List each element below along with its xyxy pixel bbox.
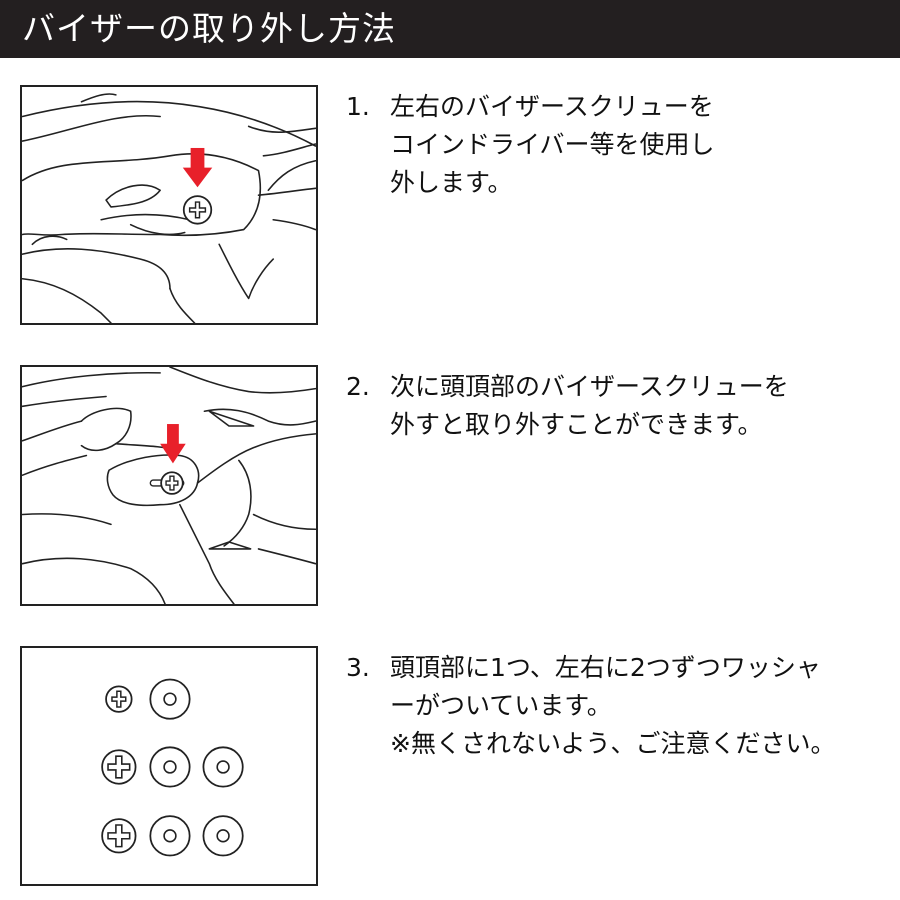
washer-icon xyxy=(202,746,244,788)
step-2-illustration xyxy=(20,365,318,606)
step-3-line-2: ーがついています。 xyxy=(390,691,612,720)
top-visor-screw-illustration xyxy=(22,367,316,604)
step-1-text: 1.左右のバイザースクリューを コインドライバー等を使用し 外します。 xyxy=(346,88,891,202)
side-screw-icon xyxy=(101,749,137,785)
screws-and-washers-illustration xyxy=(101,678,244,857)
step-3-number: 3. xyxy=(346,653,370,682)
step-2-line-2: 外すと取り外すことができます。 xyxy=(390,410,763,439)
visor-screw-icon xyxy=(182,195,213,225)
top-screw-icon xyxy=(105,685,133,713)
step-1-illustration xyxy=(20,85,318,325)
step-1-line-2: コインドライバー等を使用し xyxy=(390,130,715,159)
washer-icon xyxy=(149,678,191,720)
washer-icon xyxy=(149,746,191,788)
step-3-line-3: ※無くされないよう、ご注意ください。 xyxy=(390,729,836,758)
step-2-number: 2. xyxy=(346,372,370,401)
red-arrow-down-icon xyxy=(160,424,186,464)
step-3-line-1: 3.頭頂部に1つ、左右に2つずつワッシャ xyxy=(346,649,891,687)
step-1-line-1: 1.左右のバイザースクリューを xyxy=(346,88,891,126)
visor-screw-icon xyxy=(160,471,184,495)
step-3-illustration xyxy=(20,646,318,886)
washer-icon xyxy=(149,815,191,857)
side-screw-icon xyxy=(101,818,137,854)
step-1-line-3: 外します。 xyxy=(390,168,513,197)
step-3-text: 3.頭頂部に1つ、左右に2つずつワッシャ ーがついています。 ※無くされないよう… xyxy=(346,649,891,763)
header-bar: バイザーの取り外し方法 xyxy=(0,0,900,58)
side-visor-screw-illustration xyxy=(22,93,316,323)
washer-icon xyxy=(202,815,244,857)
red-arrow-down-icon xyxy=(182,147,213,188)
step-2-text: 2.次に頭頂部のバイザースクリューを 外すと取り外すことができます。 xyxy=(346,368,891,444)
step-2-line-1: 2.次に頭頂部のバイザースクリューを xyxy=(346,368,891,406)
page-title: バイザーの取り外し方法 xyxy=(22,9,396,48)
step-1-number: 1. xyxy=(346,92,370,121)
